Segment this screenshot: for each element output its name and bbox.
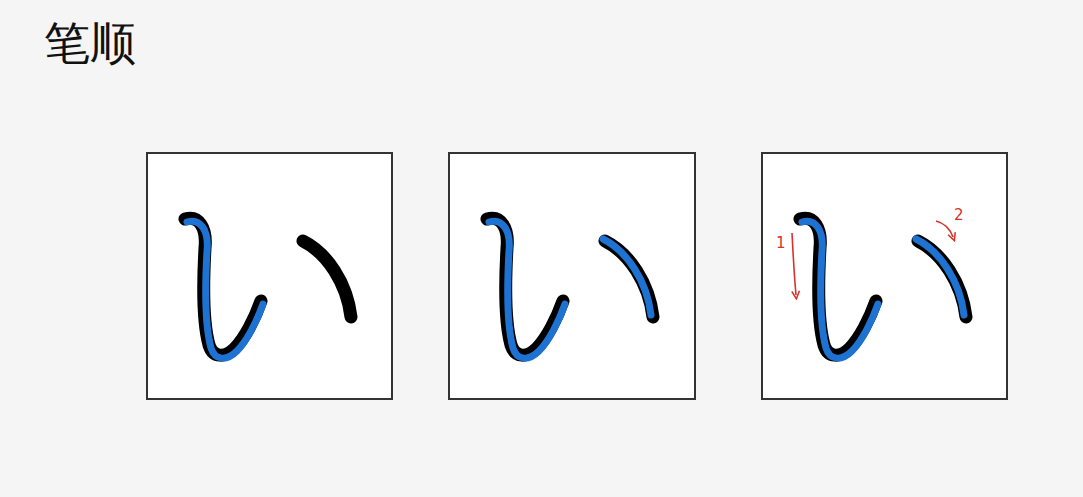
stroke-arrow — [792, 233, 796, 295]
character-box — [449, 153, 695, 399]
character-box — [147, 153, 392, 399]
callout-number: 1 — [776, 236, 786, 251]
page-title: 笔顺 — [44, 20, 136, 66]
character-box — [762, 153, 1007, 399]
callout-number: 2 — [954, 208, 964, 223]
stroke-arrow — [936, 221, 953, 237]
